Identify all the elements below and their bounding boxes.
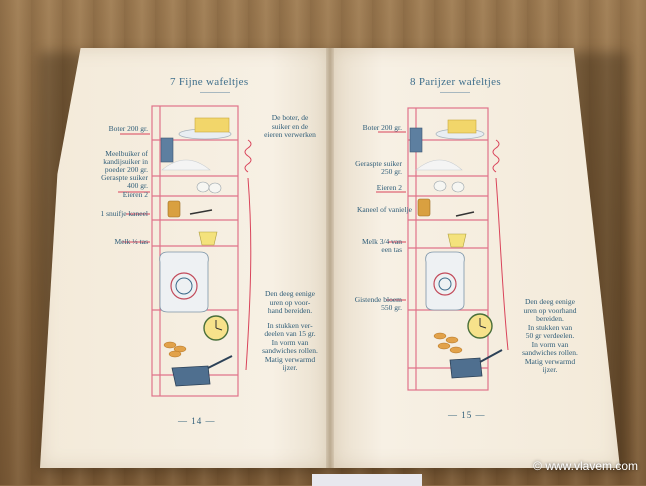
right-waffle-iron-icon bbox=[449, 349, 503, 379]
right-note-bottom: Den deeg eenige uren op voorhand bereide… bbox=[522, 297, 578, 374]
left-ingredient-line: Meelbuiker of bbox=[105, 149, 148, 158]
right-ingredient-line: een tas bbox=[381, 245, 402, 254]
booklet-spine bbox=[326, 48, 334, 468]
left-ingredient-eggs: Eieren 2 bbox=[122, 190, 148, 199]
right-sugar-tin-icon bbox=[409, 127, 463, 171]
left-flour-sack-icon bbox=[159, 251, 209, 313]
right-ingredient-line: Geraspte suiker bbox=[355, 159, 402, 168]
left-waffle-iron-icon bbox=[171, 355, 233, 387]
left-butter-plate-icon bbox=[178, 117, 232, 140]
left-eggs-icon bbox=[196, 181, 222, 194]
left-note-top: De boter, de suiker en de eieren verwerk… bbox=[264, 113, 316, 139]
left-note-bottom: Den deeg eenige uren op voor- hand berei… bbox=[262, 289, 318, 372]
left-ingredient-cinnamon: 1 snuifje kaneel bbox=[100, 209, 148, 218]
left-milk-cup-icon bbox=[198, 231, 218, 246]
left-cinnamon-jar-icon bbox=[167, 200, 213, 218]
right-ingredient-line: 550 gr. bbox=[381, 303, 402, 312]
right-page bbox=[330, 48, 620, 468]
left-ingredient-line: poeder 200 gr. bbox=[104, 165, 148, 174]
left-clock-icon bbox=[203, 315, 229, 341]
right-ingredient-vanilla: Kaneel of vanielje bbox=[357, 205, 412, 214]
right-eggs-icon bbox=[433, 180, 465, 193]
right-cookies-icon bbox=[433, 332, 463, 354]
right-milk-cup-icon bbox=[447, 233, 467, 248]
paper-tag bbox=[312, 474, 422, 486]
left-title-rule bbox=[200, 92, 230, 93]
left-ingredient-line: 400 gr. bbox=[127, 181, 148, 190]
left-arrows bbox=[118, 133, 252, 371]
right-flour-sack-icon bbox=[425, 251, 465, 311]
right-ingredient-line: 250 gr. bbox=[381, 167, 402, 176]
left-page-title: 7 Fijne wafeltjes bbox=[170, 76, 249, 88]
left-cookies-icon bbox=[163, 341, 187, 358]
right-vanilla-jar-icon bbox=[417, 198, 475, 217]
watermark: © www.vlavem.com bbox=[533, 459, 638, 473]
right-clock-icon bbox=[467, 313, 493, 339]
left-ingredient-butter: Boter 200 gr. bbox=[108, 124, 148, 133]
right-page-title: 8 Parijzer wafeltjes bbox=[410, 76, 501, 88]
right-title-rule bbox=[440, 92, 470, 93]
left-ingredient-milk: Melk ½ tas bbox=[114, 237, 148, 246]
left-ingredient-line: Geraspte suiker bbox=[101, 173, 148, 182]
right-ingredient-eggs: Eieren 2 bbox=[376, 183, 402, 192]
right-ingredient-line: Melk 3/4 van bbox=[362, 237, 402, 246]
right-page-number: — 15 — bbox=[448, 410, 486, 420]
left-ingredient-line: kandijsuiker in bbox=[103, 157, 148, 166]
right-arrows bbox=[376, 131, 509, 351]
right-ingredient-butter: Boter 200 gr. bbox=[362, 123, 402, 132]
right-butter-plate-icon bbox=[435, 119, 485, 140]
right-ingredient-line: Gistende bloem bbox=[354, 295, 402, 304]
left-page-number: — 14 — bbox=[178, 416, 216, 426]
left-sugar-tin-icon bbox=[160, 137, 211, 171]
